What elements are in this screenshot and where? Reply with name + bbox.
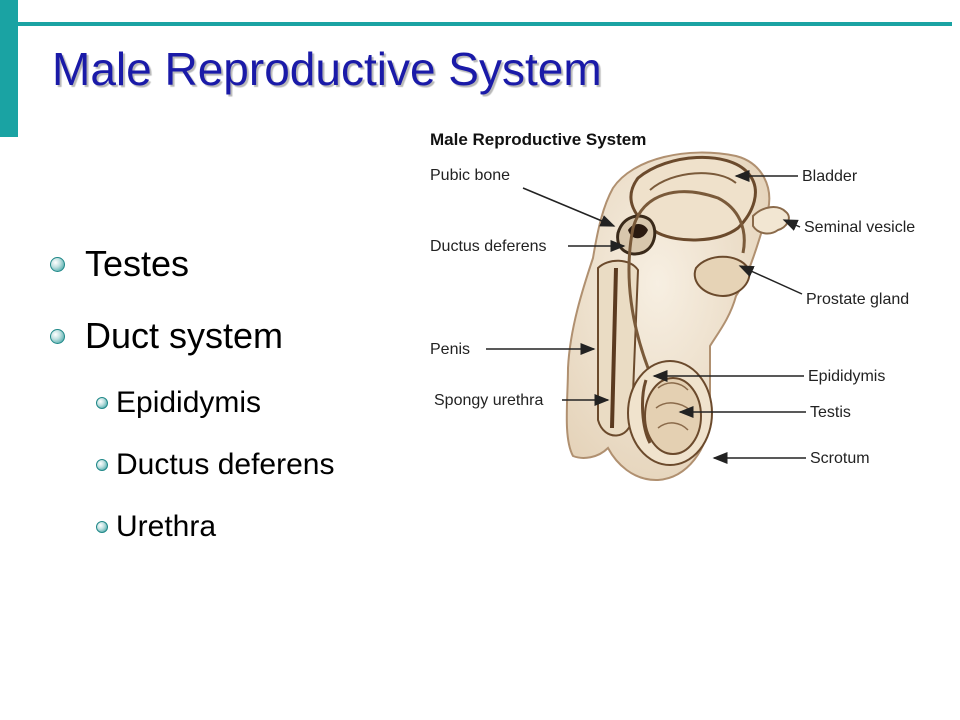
- sub-bullet-label: Ductus deferens: [116, 448, 335, 481]
- label-penis: Penis: [430, 341, 470, 358]
- bullet-dot-icon: [50, 328, 65, 344]
- anatomy-diagram-svg: Male Reproductive System Pubic bone Duct…: [430, 130, 915, 482]
- diagram-title: Male Reproductive System: [430, 130, 646, 149]
- ductus-deferens-line: [627, 190, 746, 369]
- bullet-dot-icon: [96, 397, 108, 409]
- bladder-fold: [649, 172, 737, 191]
- sub-bullet-item: Epididymis: [96, 372, 430, 434]
- anatomy-diagram: Male Reproductive System Pubic bone Duct…: [418, 118, 958, 498]
- testis-shape: [644, 377, 702, 455]
- accent-bar-horizontal: [18, 22, 952, 26]
- slide-title: Male Reproductive System: [52, 43, 602, 95]
- label-bladder: Bladder: [802, 168, 858, 185]
- sub-bullet-item: Urethra: [96, 496, 430, 558]
- bullet-list: Testes Duct system Epididymis Ductus def…: [50, 228, 430, 558]
- label-testis: Testis: [810, 404, 851, 421]
- spongy-urethra-line: [610, 267, 618, 429]
- bullet-dot-icon: [96, 521, 108, 533]
- label-prostate-gland: Prostate gland: [806, 291, 909, 308]
- label-seminal-vesicle: Seminal vesicle: [804, 219, 915, 236]
- label-scrotum: Scrotum: [810, 450, 870, 467]
- sub-bullet-label: Urethra: [116, 510, 217, 543]
- seminal-vesicle-shape: [752, 206, 790, 235]
- bullet-label: Testes: [85, 243, 190, 284]
- sub-bullet-item: Ductus deferens: [96, 434, 430, 496]
- bullet-label: Duct system: [85, 315, 284, 356]
- prostate-shape: [693, 255, 751, 298]
- bullet-item: Duct system: [50, 300, 430, 372]
- sub-bullet-label: Epididymis: [116, 386, 262, 419]
- label-pubic-bone: Pubic bone: [430, 167, 510, 184]
- label-epididymis: Epididymis: [808, 368, 885, 385]
- bullet-item: Testes: [50, 228, 430, 300]
- label-ductus-deferens: Ductus deferens: [430, 238, 547, 255]
- label-spongy-urethra: Spongy urethra: [434, 392, 544, 409]
- epididymis-shape: [641, 379, 652, 444]
- bullet-dot-icon: [96, 459, 108, 471]
- accent-bar-vertical: [0, 0, 18, 137]
- bullet-dot-icon: [50, 256, 65, 272]
